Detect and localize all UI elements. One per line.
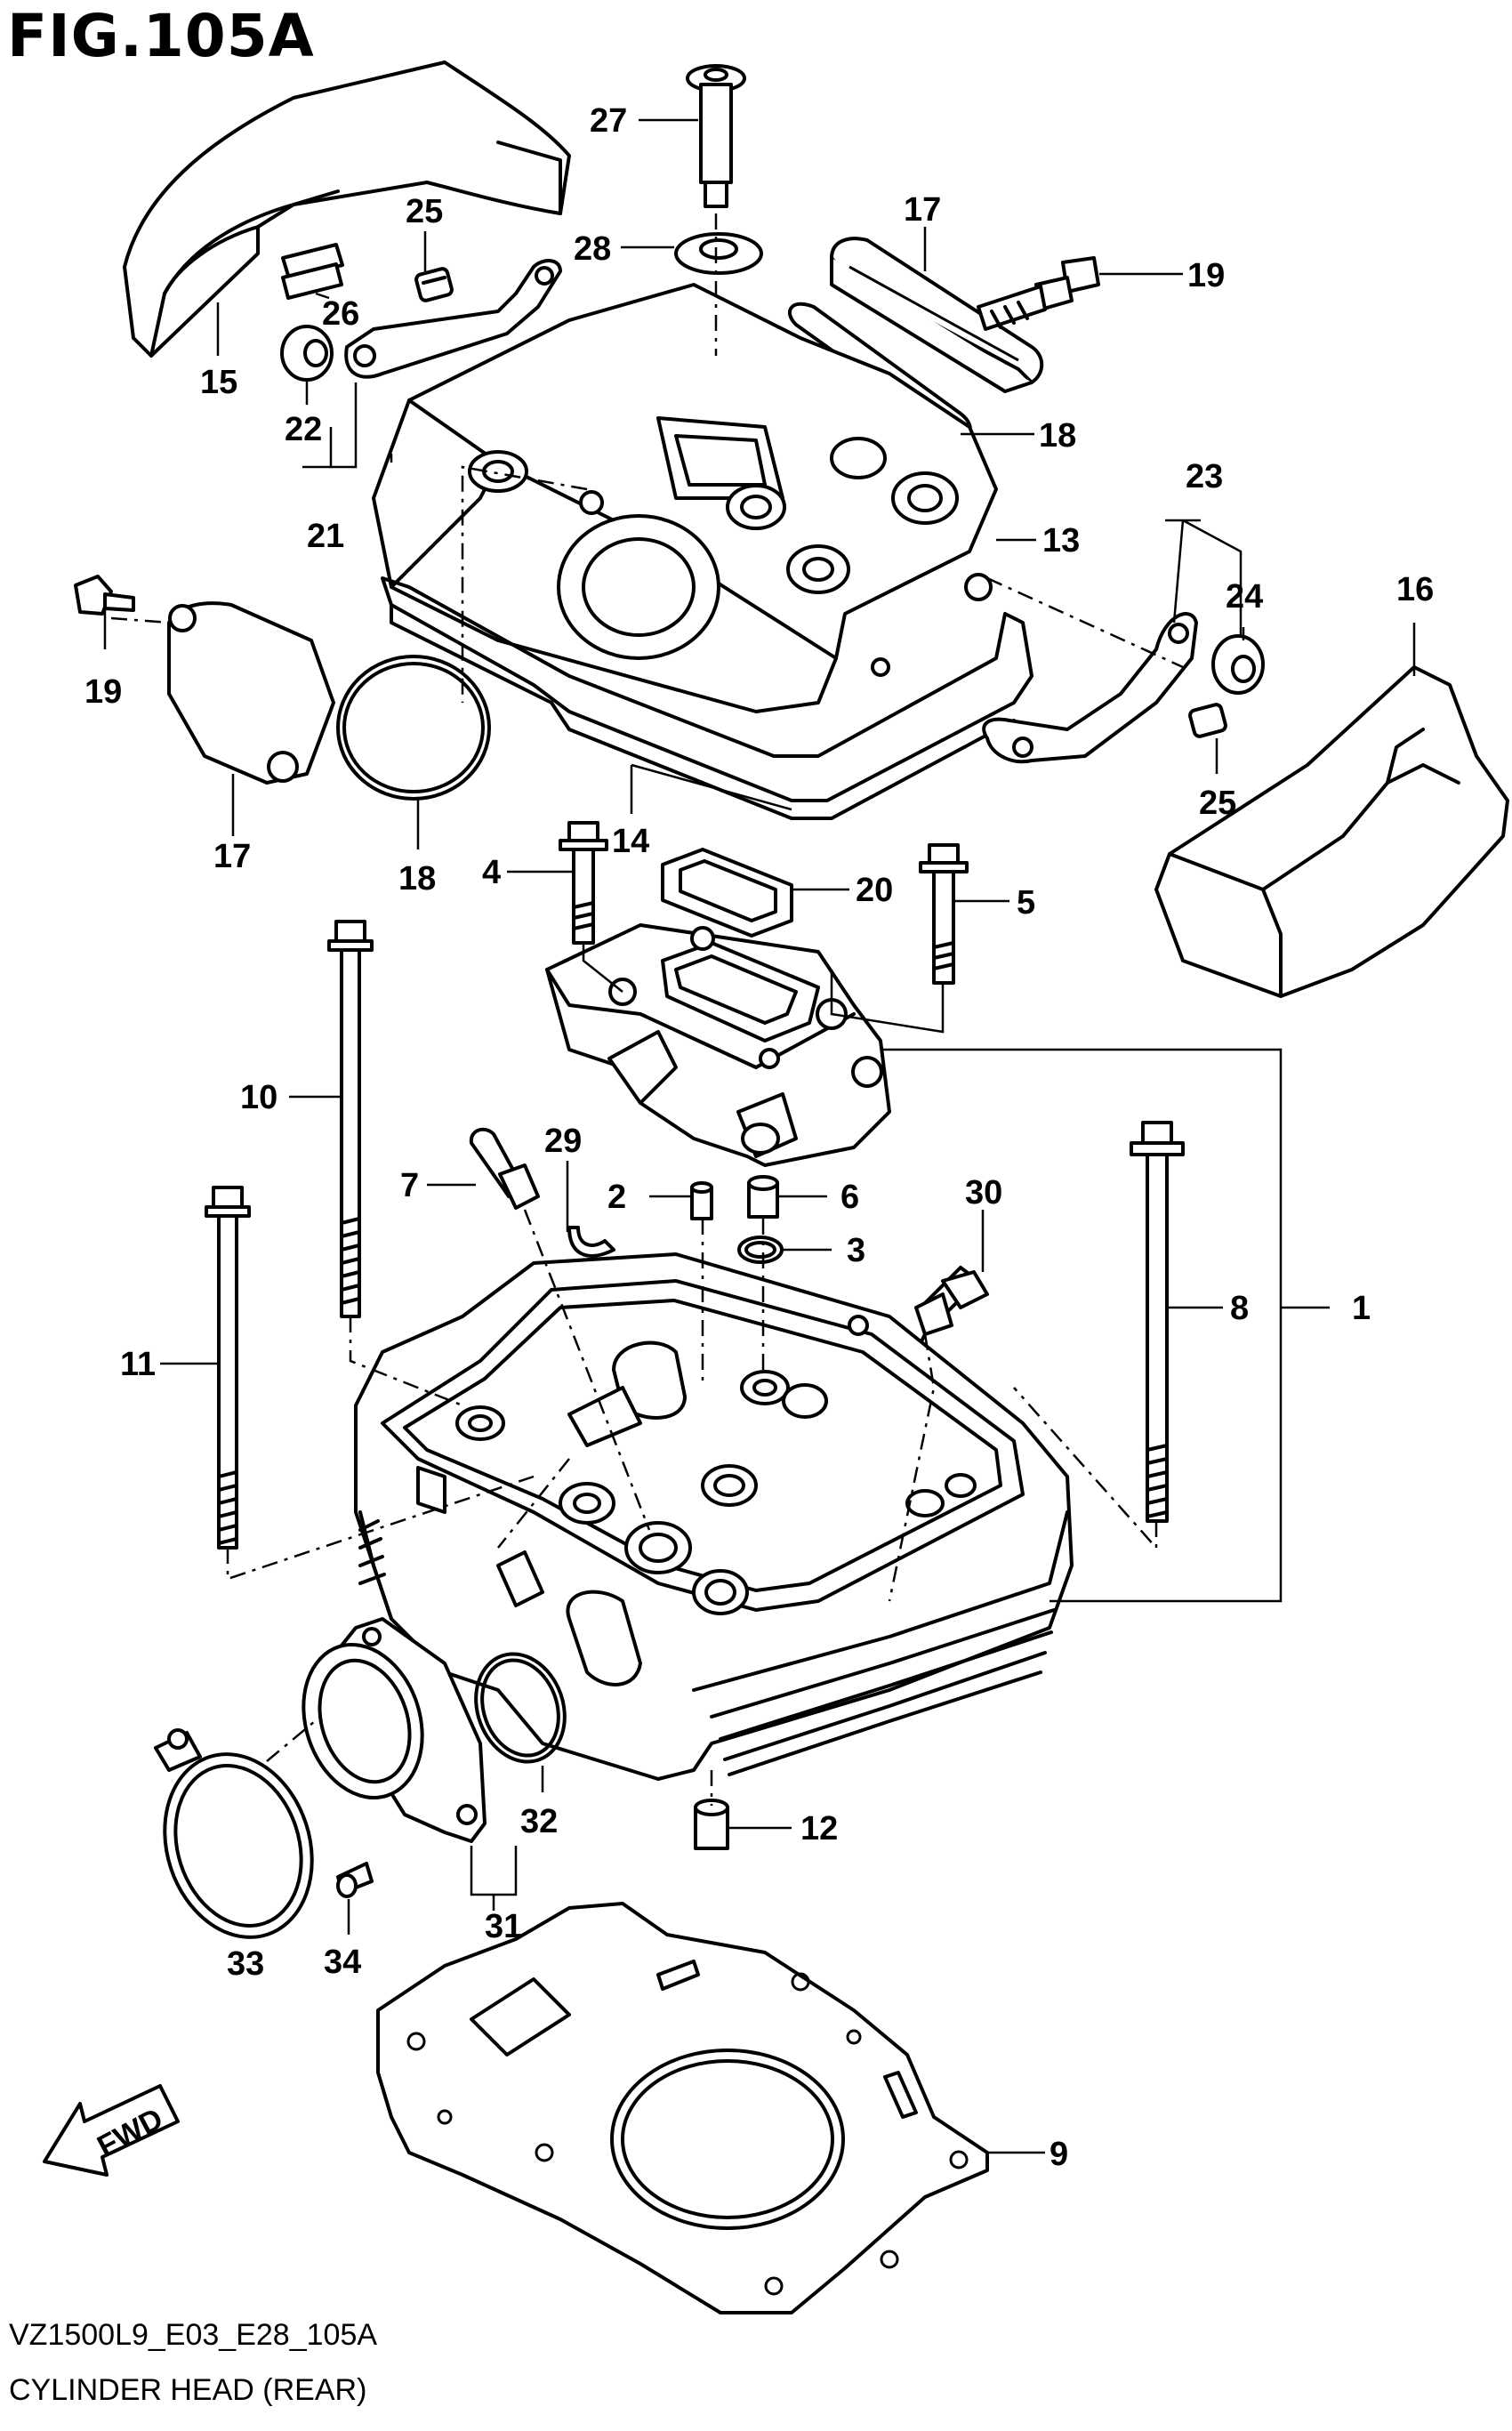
callout-12: 12 [800, 1810, 838, 1847]
bracket-23-part[interactable] [982, 612, 1198, 764]
clip-29-part[interactable] [567, 1226, 615, 1258]
callout-18-upper: 18 [1039, 417, 1076, 455]
bolt-25-lower-part[interactable] [1188, 703, 1227, 738]
callout-34: 34 [324, 1944, 361, 1981]
cover-17-lower-part[interactable] [167, 601, 335, 785]
callout-8: 8 [1230, 1290, 1249, 1327]
leader-lines [103, 118, 1416, 2154]
callout-25-lower: 25 [1199, 785, 1236, 822]
bolt-8-part[interactable] [1130, 1121, 1185, 1523]
callout-18-lower: 18 [398, 860, 436, 898]
model-code: VZ1500L9_E03_E28_105A [9, 2318, 378, 2352]
callout-33: 33 [227, 1945, 264, 1983]
callout-17-lower: 17 [213, 838, 251, 875]
callout-29: 29 [544, 1123, 582, 1160]
plate-26-part[interactable] [281, 243, 344, 300]
screw-34-part[interactable] [336, 1862, 374, 1898]
head-cover-left-part[interactable] [123, 60, 571, 358]
o-ring-3-part[interactable] [737, 1236, 784, 1264]
bolt-25-upper-part[interactable] [414, 267, 454, 302]
bolt-19-upper-part[interactable] [977, 256, 1100, 331]
callout-11: 11 [120, 1346, 156, 1383]
clamp-33-part[interactable] [141, 1728, 334, 1957]
bolt-10-part[interactable] [327, 920, 374, 1318]
assembly-center-lines [110, 213, 1184, 1806]
bolt-5-part[interactable] [919, 843, 969, 985]
callout-4: 4 [482, 854, 501, 891]
callout-2: 2 [607, 1179, 626, 1216]
fwd-direction-arrow: FWD [43, 2084, 180, 2177]
callout-15: 15 [200, 364, 237, 401]
callout-22: 22 [285, 411, 322, 448]
callout-30: 30 [965, 1174, 1002, 1211]
cylinder-head-1-part[interactable] [354, 1252, 1074, 1781]
callout-27: 27 [590, 102, 627, 140]
camshaft-holder-part[interactable] [545, 923, 891, 1167]
spark-plug-30-part[interactable] [914, 1266, 989, 1345]
head-gasket-9-part[interactable] [376, 1902, 989, 2314]
intake-pipe-31-part[interactable] [285, 1617, 487, 1843]
callout-5: 5 [1017, 884, 1035, 922]
callout-26: 26 [322, 295, 359, 333]
cover-17-upper-part[interactable] [830, 237, 1044, 393]
callout-24: 24 [1226, 578, 1263, 616]
grommet-24-part[interactable] [1211, 634, 1265, 695]
figure-title: FIG.105A [7, 2, 315, 70]
o-ring-32-part[interactable] [462, 1641, 580, 1774]
o-ring-18-lower-part[interactable] [336, 655, 491, 801]
callout-7: 7 [400, 1167, 419, 1204]
dowel-pin-6-part[interactable] [747, 1175, 779, 1219]
grommet-22-part[interactable] [280, 325, 334, 382]
callout-20: 20 [856, 872, 893, 909]
washer-28-part[interactable] [674, 232, 763, 275]
callout-17-upper: 17 [904, 191, 941, 229]
callout-9: 9 [1050, 2136, 1068, 2173]
callout-28: 28 [574, 230, 611, 268]
bolt-27-part[interactable] [686, 64, 746, 208]
callout-23: 23 [1186, 458, 1223, 495]
dowel-pin-12-part[interactable] [694, 1799, 729, 1850]
bracket-21-part[interactable] [344, 259, 562, 379]
callout-3: 3 [847, 1232, 865, 1269]
callout-labels: 27 28 17 19 18 13 25 26 15 22 21 23 24 1… [84, 102, 1434, 2173]
callout-32: 32 [520, 1803, 558, 1840]
callout-1: 1 [1352, 1290, 1371, 1327]
cylinder-head-cover-13-part[interactable] [372, 283, 998, 713]
callout-25-upper: 25 [406, 193, 443, 230]
bolt-11-part[interactable] [205, 1186, 251, 1550]
callout-10: 10 [240, 1079, 277, 1116]
callout-19-upper: 19 [1187, 257, 1225, 294]
bolt-19-left-part[interactable] [74, 575, 135, 616]
bolt-4-part[interactable] [559, 821, 608, 945]
callout-21: 21 [307, 518, 344, 555]
callout-19-left: 19 [84, 673, 122, 711]
dowel-pin-2-part[interactable] [690, 1181, 713, 1220]
callout-14: 14 [612, 823, 649, 860]
cover-gasket-14-part[interactable] [381, 576, 1033, 820]
callout-6: 6 [840, 1179, 859, 1216]
figure-caption: CYLINDER HEAD (REAR) [9, 2373, 367, 2407]
callout-16: 16 [1396, 571, 1434, 608]
callout-13: 13 [1042, 522, 1080, 559]
callout-31: 31 [485, 1908, 522, 1945]
valve-7-part[interactable] [469, 1127, 540, 1210]
head-cover-right-part[interactable] [1154, 665, 1509, 998]
gasket-20-part[interactable] [661, 848, 793, 938]
